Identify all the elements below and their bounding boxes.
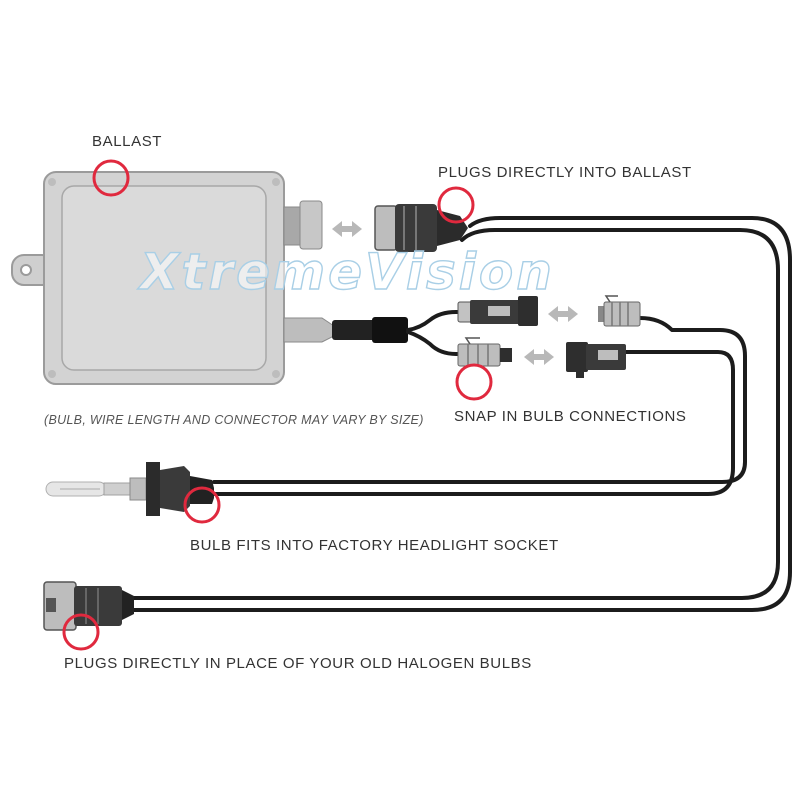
bulb-base: [160, 466, 190, 512]
bulb-flange: [146, 462, 160, 516]
connector-tab: [604, 295, 618, 303]
ballast-plug: [374, 204, 468, 252]
label-bulb-socket: BULB FITS INTO FACTORY HEADLIGHT SOCKET: [190, 537, 559, 554]
highlight-circle-icon: [455, 363, 493, 401]
connector-housing: [566, 342, 588, 372]
wire-halogen-top: [128, 216, 792, 612]
ballast-unit: [11, 171, 408, 385]
connector-pin: [598, 306, 604, 322]
wiring: [128, 216, 792, 612]
connector-latch: [598, 350, 618, 360]
highlight-circle-icon: [183, 486, 221, 524]
connector-pin: [500, 348, 512, 362]
connector-latch: [488, 306, 510, 316]
halogen-plug: [43, 581, 134, 631]
wire-halogen-bottom: [128, 228, 780, 600]
wire-split-lower: [406, 330, 464, 356]
snap-connector-upper-male: [598, 295, 641, 327]
connector-housing: [518, 296, 538, 326]
ballast-screw: [48, 178, 56, 186]
halogen-plug-boot: [122, 590, 134, 620]
bulb-collar: [129, 477, 147, 501]
label-halogen-replace: PLUGS DIRECTLY IN PLACE OF YOUR OLD HALO…: [64, 655, 532, 672]
label-ballast: BALLAST: [92, 133, 163, 150]
highlight-circles: [62, 159, 493, 651]
halogen-plug-pin: [46, 598, 56, 612]
brand-watermark: XtremeVision: [139, 242, 555, 301]
ballast-input-sleeve: [372, 317, 408, 343]
connector-tab: [464, 337, 480, 345]
double-arrow-icon: [524, 349, 554, 365]
wire-split-upper: [406, 310, 464, 332]
double-arrow-icon: [548, 306, 578, 322]
connector-tab: [576, 370, 584, 378]
highlight-circle-icon: [92, 159, 130, 197]
connector-grommet: [457, 301, 473, 323]
ballast-screw: [48, 370, 56, 378]
highlight-circle-icon: [437, 186, 475, 224]
mount-hole: [20, 264, 32, 276]
label-plugs-into-ballast: PLUGS DIRECTLY INTO BALLAST: [438, 164, 692, 181]
snap-connector-lower-female: [566, 342, 626, 378]
ballast-output-socket-base: [283, 206, 303, 246]
wire-bulb-bottom: [212, 350, 735, 496]
snap-connector-lower-male: [457, 337, 512, 367]
hid-bulb: [45, 462, 214, 516]
highlight-circle-icon: [62, 613, 100, 651]
connector-body: [603, 301, 641, 327]
ballast-input-grommet: [283, 317, 335, 343]
label-size-note: (BULB, WIRE LENGTH AND CONNECTOR MAY VAR…: [44, 413, 424, 427]
bulb-boot: [190, 476, 214, 504]
ballast-output-socket: [299, 200, 323, 250]
connector-body: [457, 343, 501, 367]
ballast-input-cable: [332, 320, 376, 340]
ballast-screw: [272, 370, 280, 378]
ballast-panel: [61, 185, 267, 371]
label-snap-connections: SNAP IN BULB CONNECTIONS: [454, 408, 687, 425]
wire-bulb-top: [212, 316, 747, 484]
bulb-stem: [103, 482, 131, 496]
double-arrow-icon: [332, 221, 362, 237]
snap-connector-upper-female: [457, 296, 538, 326]
ballast-screw: [272, 178, 280, 186]
